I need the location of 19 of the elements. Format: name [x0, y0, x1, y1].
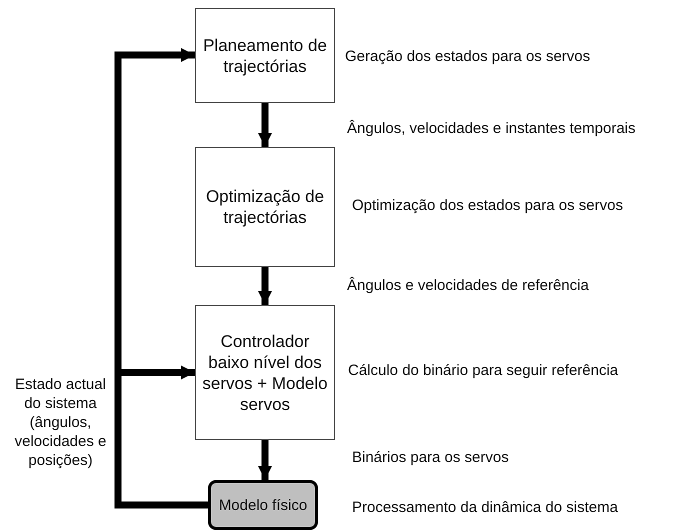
process-box: [208, 480, 318, 530]
arrow: [258, 440, 272, 480]
process-box: [195, 305, 335, 440]
arrow: [258, 103, 272, 147]
node-caption: Cálculo do binário para seguir referência: [348, 362, 618, 379]
annotation-text: Estado actual do sistema (ângulos, velocidades e posições): [14, 375, 108, 470]
node-caption: Processamento da dinâmica do sistema: [352, 499, 618, 516]
node-caption: Geração dos estados para os servos: [345, 48, 590, 65]
box-label: Optimização de trajectórias: [204, 186, 326, 228]
box-label: Controlador baixo nível dos servos + Modelo servos: [201, 330, 329, 414]
annotation-text: Ângulos, velocidades e instantes temporais: [347, 120, 636, 137]
process-box: [195, 147, 335, 267]
box-label: Planeamento de trajectórias: [202, 34, 328, 76]
process-box: [195, 8, 335, 103]
node-caption: Optimização dos estados para os servos: [352, 197, 623, 214]
annotation-text: Binários para os servos: [352, 449, 509, 466]
arrow: [258, 267, 272, 305]
box-label: Modelo físico: [218, 496, 308, 514]
annotation-text: Ângulos e velocidades de referência: [347, 277, 589, 294]
